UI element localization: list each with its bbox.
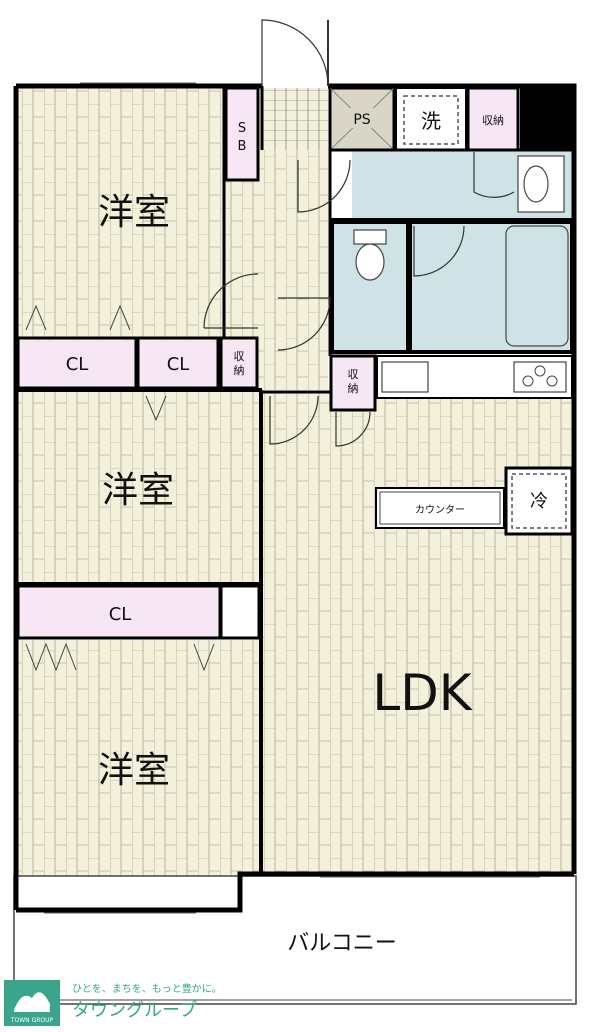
logo-name: タウングループ [72,1000,197,1021]
cl2-label: CL [167,354,190,375]
logo-tagline: ひとを、まちを、もっと豊かに。 [72,982,222,995]
doors [203,19,515,447]
closet-cl2 [136,336,220,390]
storage-kitchen-label-1: 収 [348,368,359,381]
stove-burner-3 [546,375,558,387]
bedroom2-label: 洋室 [102,470,174,511]
cl3-label: CL [109,604,132,625]
washer-door [473,152,515,198]
entry-stairs [262,88,328,150]
stove-burner-1 [522,375,534,387]
company-logo: TOWN GROUP ひとを、まちを、もっと豊かに。 タウングループ [4,980,222,1026]
storage-entry-label-2: 納 [234,364,245,377]
kitchen-stove [513,361,567,393]
fridge-label: 冷 [530,491,548,512]
balcony-label: バルコニー [287,931,397,956]
storage-kitchen-label-2: 納 [348,382,359,395]
cl1-door-mark [25,304,47,331]
sb-label-s: S [238,121,246,136]
balcony [13,875,577,1005]
wash-basin-bowl [523,165,549,203]
bar-counter-inner [379,491,501,525]
logo-small: TOWN GROUP [10,1017,54,1024]
ldk-label: LDK [372,664,472,722]
ldk-door [269,395,319,445]
washer-dashed [403,95,459,145]
closet-door-marks [25,304,215,672]
closet-storage-kitchen [329,354,377,412]
storage-top-label: 収納 [482,114,504,127]
kitchen-sink [381,361,429,393]
storage-entry-label-1: 収 [234,350,245,363]
bedroom2-floor [18,392,260,582]
logo-tree-icon [14,992,50,1012]
bedroom3-label: 洋室 [98,750,170,791]
fridge-dashed [511,473,567,529]
washer-space [395,87,467,151]
walls [13,83,577,913]
wet-areas [330,150,574,354]
ps-label-bg [348,108,378,128]
counter-label: カウンター [415,504,465,516]
cl1-label: CL [66,354,89,375]
bedroom1-floor [18,88,223,338]
room-floors [18,88,572,908]
outer-wall-bottom [16,871,574,913]
corner-block [520,86,576,150]
bath-door [413,225,465,277]
entry-door [261,19,329,87]
washroom-door [297,159,351,213]
ps-label: PS [353,112,370,128]
sb-label-b: B [238,139,247,154]
bathtub [505,225,569,347]
cl1-door-mark-2 [109,304,131,331]
bedroom3-floor [18,640,260,908]
closet-storage-entry [219,336,259,390]
closet-small-box [219,584,261,640]
bedroom1-label: 洋室 [98,192,170,233]
cl3-door-mark-2 [193,643,215,672]
stove-burner-2 [534,365,546,377]
toilet-bowl [353,229,387,245]
windows [44,82,540,914]
ldk-floor [262,392,572,872]
kitchen-storage-door [335,411,371,447]
closet-cl1 [16,336,138,390]
toilet-door [277,297,331,351]
cl3-door-mark [25,642,77,672]
washer-label: 洗 [421,109,441,133]
cl2-door-mark [145,395,167,422]
closet-sb [224,86,260,182]
bedroom1-door [203,273,259,329]
toilet-seat [355,243,385,281]
